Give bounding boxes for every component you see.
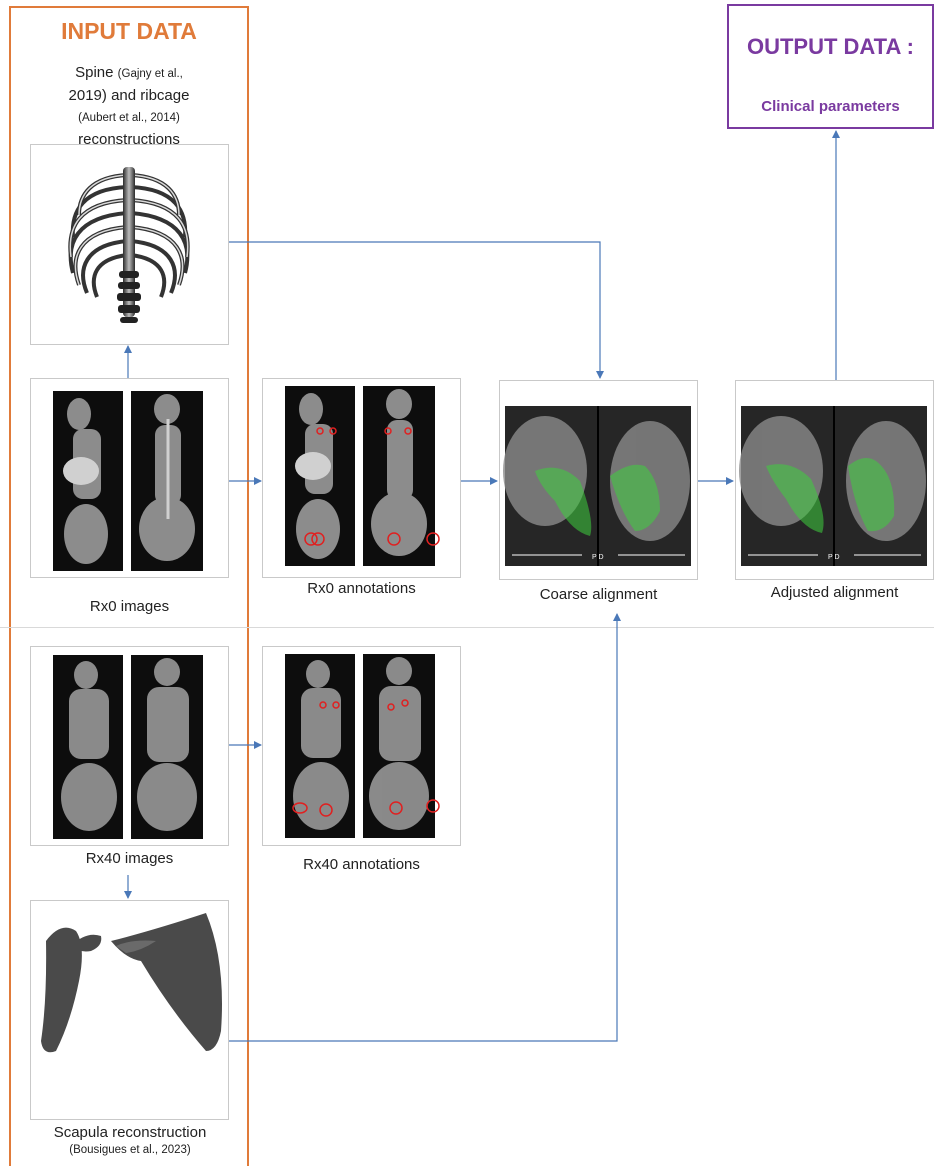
arrow-ribcage-to-coarse [229, 242, 600, 378]
arrow-scapula-to-coarse [229, 614, 617, 1041]
